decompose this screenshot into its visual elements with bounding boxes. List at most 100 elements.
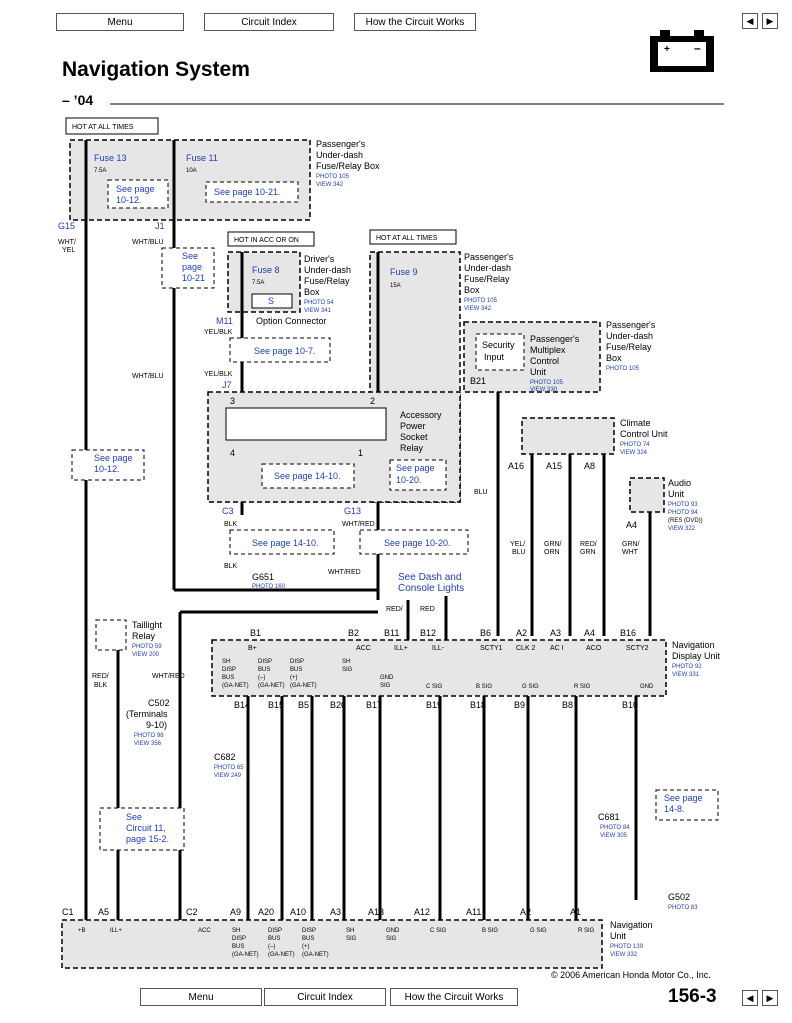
apr-2: Power [400,421,426,431]
dudf-1: Driver's [304,254,335,264]
wire-blk-1: BLK [224,521,238,528]
ndu-pin-0: B+ [248,645,257,652]
conn-a3: A3 [550,628,561,638]
nu-pin: DISP [302,928,316,934]
ref-dash-1: See Dash and [398,572,461,583]
au-view: VIEW 322 [668,526,696,532]
svg-text:4: 4 [230,448,235,458]
page-title: Navigation System [62,58,250,81]
p3-4: Box [606,353,622,363]
c681-view: VIEW 305 [600,833,628,839]
p2-4: Box [464,285,480,295]
wire-whtred-2: WHT/RED [328,569,361,576]
prev-page-button-bottom[interactable]: ◀ [742,990,758,1006]
tl-view: VIEW 200 [132,652,160,658]
ccu-1: Climate [620,418,651,428]
conn-a9: A9 [230,907,241,917]
nu-1: Navigation [610,920,653,930]
ref-14-8-a: See page [664,793,703,803]
ndu-sig: BUS [222,675,234,681]
p2-3: Fuse/Relay [464,274,510,284]
ndu-pin-3: ILL- [432,645,445,652]
au-2: Unit [668,489,685,499]
how-circuit-works-button-top[interactable]: How the Circuit Works [354,13,476,31]
prev-page-button-top[interactable]: ◀ [742,13,758,29]
ndu-sig: BUS [258,667,270,673]
au-1: Audio [668,478,691,488]
circuit-index-button-bottom[interactable]: Circuit Index [264,988,386,1006]
apr-4: Relay [400,443,424,453]
p3-2: Under-dash [606,331,653,341]
ndu-sig: DISP [290,659,304,665]
conn-a10: A10 [290,907,306,917]
hot-all-times-2: HOT AT ALL TIMES [376,235,438,242]
ccu-2: Control Unit [620,429,668,439]
conn-a3b: A3 [330,907,341,917]
wire-whtblu-2: WHT/BLU [132,373,164,380]
nu-pin: C SIG [430,928,447,934]
c502-2: (Terminals [126,709,168,719]
ndu-sig: (GA-NET) [290,683,317,689]
nu-pin: (+) [302,944,310,950]
ndu-pin-6: AC I [550,645,564,652]
nu-view: VIEW 332 [610,952,638,958]
ndu-sig: (GA-NET) [258,683,285,689]
s-label: S [268,296,274,306]
dudf-photo: PHOTO 54 [304,300,334,306]
ref-10-12-b: 10-12. [116,195,142,205]
conn-b12: B12 [420,628,436,638]
nu-pin: G SIG [530,928,547,934]
conn-b8: B8 [562,700,573,710]
c502-1: C502 [148,698,170,708]
next-page-button-top[interactable]: ▶ [762,13,778,29]
wire-red-a: RED [420,606,435,613]
fuse13-label: Fuse 13 [94,153,127,163]
ref-14-10-b: See page 14-10. [252,538,319,548]
conn-j1: J1 [155,221,165,231]
c502-photo: PHOTO 98 [134,733,164,739]
au-p1: PHOTO 93 [668,502,698,508]
wire-grnorn-2: ORN [544,549,560,556]
ref-10-7: See page 10-7. [254,346,316,356]
ndu-2: Display Unit [672,651,721,661]
menu-button-bottom[interactable]: Menu [140,988,262,1006]
c502-3: 9-10) [146,720,167,730]
page-number: 156-3 [668,986,717,1007]
nu-pin: (GA-NET) [232,952,259,958]
wire-yelblu-2: BLU [512,549,526,556]
conn-a13: A13 [368,907,384,917]
conn-b14: B14 [234,700,250,710]
c681: C681 [598,812,620,822]
conn-a11: A11 [466,907,481,917]
copyright: © 2006 American Honda Motor Co., Inc. [551,970,711,980]
au-p3: (RES (DVD)) [668,518,703,524]
ref-10-12-a: See page [116,184,155,194]
nu-pin: DISP [268,928,282,934]
ref-dash-2: Console Lights [398,583,464,594]
conn-c3: C3 [222,506,234,516]
next-page-button-bottom[interactable]: ▶ [762,990,778,1006]
c502-view: VIEW 356 [134,741,162,747]
circuit-index-button-top[interactable]: Circuit Index [204,13,334,31]
conn-c2: C2 [186,907,198,917]
g502-photo: PHOTO 83 [668,905,698,911]
ndu-sig: SH [222,659,230,665]
wire-grnwht-2: WHT [622,549,639,556]
nu-pin: SH [232,928,240,934]
wire-redgrn-1: RED/ [580,541,597,548]
menu-button-top[interactable]: Menu [56,13,184,31]
nu-pin: BUS [302,936,314,942]
pudf-name3: Fuse/Relay Box [316,161,380,171]
conn-a12: A12 [414,907,430,917]
model-year: – ’04 [62,92,94,108]
fuse8-label: Fuse 8 [252,265,280,275]
conn-a15: A15 [546,461,562,471]
nu-pin: B SIG [482,928,498,934]
ref-10-21: See page 10-21. [214,187,281,197]
conn-a5: A5 [98,907,109,917]
how-circuit-works-button-bottom[interactable]: How the Circuit Works [390,988,518,1006]
ndu-sig: C SIG [426,684,443,690]
wire-redblk-2: BLK [94,682,108,689]
wire-redgrn-2: GRN [580,549,596,556]
conn-b10: B10 [622,700,638,710]
